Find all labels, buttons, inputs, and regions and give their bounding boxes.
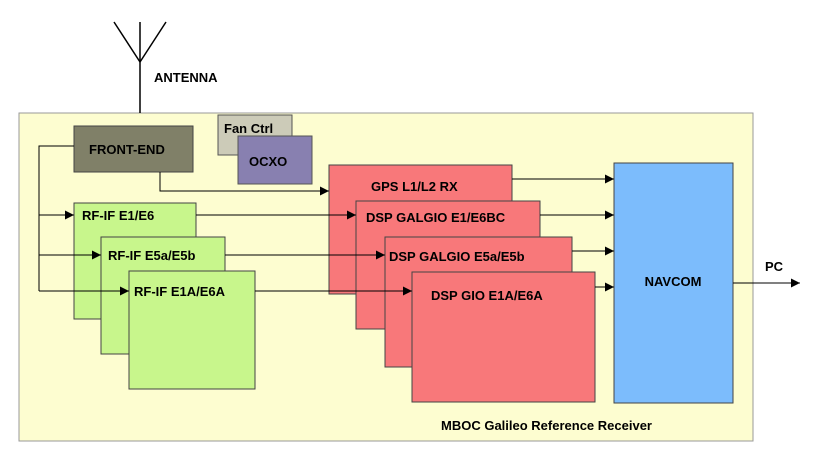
antenna-icon xyxy=(113,21,167,113)
rf-if-e1a-e6a-label: RF-IF E1A/E6A xyxy=(134,284,226,299)
dsp-gio-e1a-e6a-box xyxy=(411,271,596,403)
fan-ctrl-label: Fan Ctrl xyxy=(224,121,273,136)
dsp-to-navcom-lines xyxy=(512,174,614,292)
ocxo-box xyxy=(237,135,313,185)
ocxo-label: OCXO xyxy=(249,154,287,169)
navcom-label: NAVCOM xyxy=(645,274,702,289)
dsp-galgio-e1-e6bc-label: DSP GALGIO E1/E6BC xyxy=(366,210,506,225)
gps-l1-l2-rx-label: GPS L1/L2 RX xyxy=(371,179,458,194)
antenna-label: ANTENNA xyxy=(154,70,218,85)
front-end-to-gps-line xyxy=(159,172,329,196)
receiver-caption: MBOC Galileo Reference Receiver xyxy=(441,418,652,433)
dsp-gio-e1a-e6a-label: DSP GIO E1A/E6A xyxy=(431,288,543,303)
front-end-label: FRONT-END xyxy=(89,142,165,157)
rf-if-e5a-e5b-label: RF-IF E5a/E5b xyxy=(108,248,195,263)
rf-if-e1-e6-label: RF-IF E1/E6 xyxy=(82,208,154,223)
dsp-galgio-e5a-e5b-label: DSP GALGIO E5a/E5b xyxy=(389,249,525,264)
rf-to-dsp-lines xyxy=(196,210,412,296)
pc-label: PC xyxy=(765,259,784,274)
front-end-feed-lines xyxy=(38,145,129,296)
front-end-box xyxy=(73,125,194,173)
rf-if-e1a-e6a-box xyxy=(128,270,256,390)
